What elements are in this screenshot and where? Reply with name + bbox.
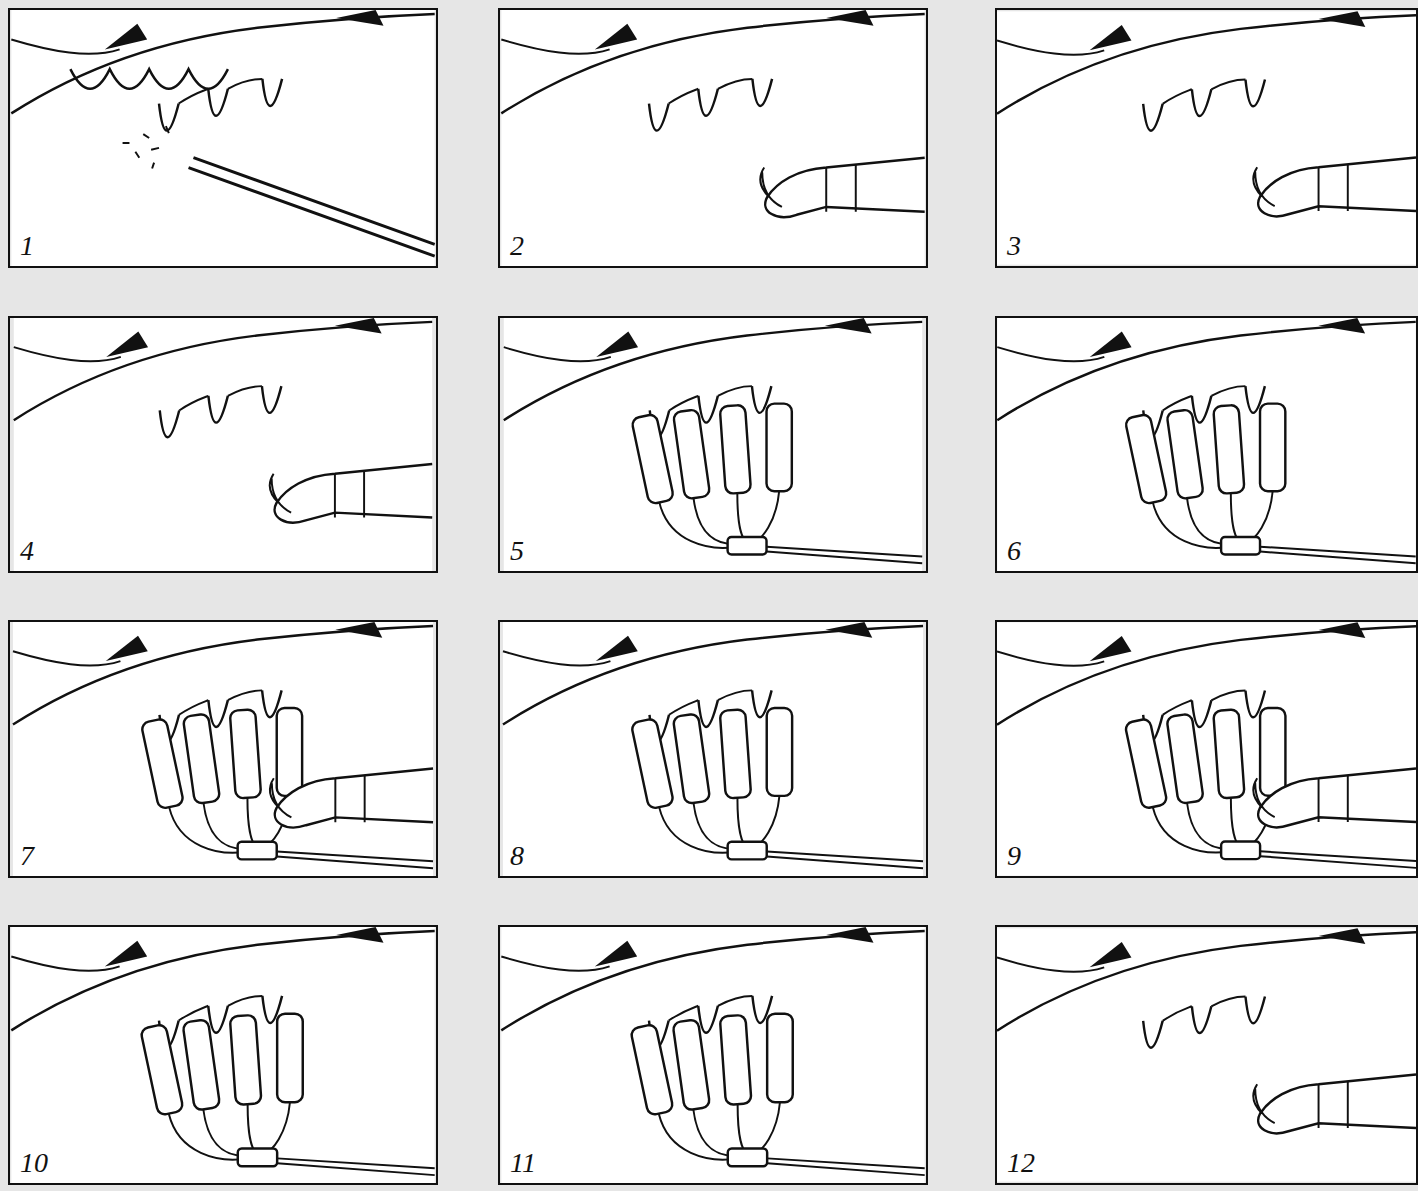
panel-frame: 1 (8, 8, 438, 268)
panel-frame: 2 (498, 8, 928, 268)
panel-frame: 7 (8, 620, 438, 878)
panel-frame: 8 (498, 620, 928, 878)
panel-frame: 6 (995, 316, 1418, 573)
panel-frame: 4 (8, 316, 438, 573)
panel-frame: 10 (8, 925, 438, 1185)
panel-number: 6 (1007, 535, 1021, 567)
panel-number: 10 (20, 1147, 48, 1179)
panel-number: 4 (20, 535, 34, 567)
panel-number: 7 (20, 840, 34, 872)
panel-frame: 5 (498, 316, 928, 573)
panel-number: 5 (510, 535, 524, 567)
panel-number: 1 (20, 230, 34, 262)
panel-frame: 12 (995, 925, 1418, 1185)
panel-number: 2 (510, 230, 524, 262)
panel-frame: 3 (995, 8, 1418, 268)
panel-number: 3 (1007, 230, 1021, 262)
panel-frame: 11 (498, 925, 928, 1185)
panel-number: 8 (510, 840, 524, 872)
panel-frame: 9 (995, 620, 1418, 878)
panel-number: 9 (1007, 840, 1021, 872)
panel-drawings (11, 10, 1416, 1183)
panel-number: 12 (1007, 1147, 1035, 1179)
panel-number: 11 (510, 1147, 536, 1179)
